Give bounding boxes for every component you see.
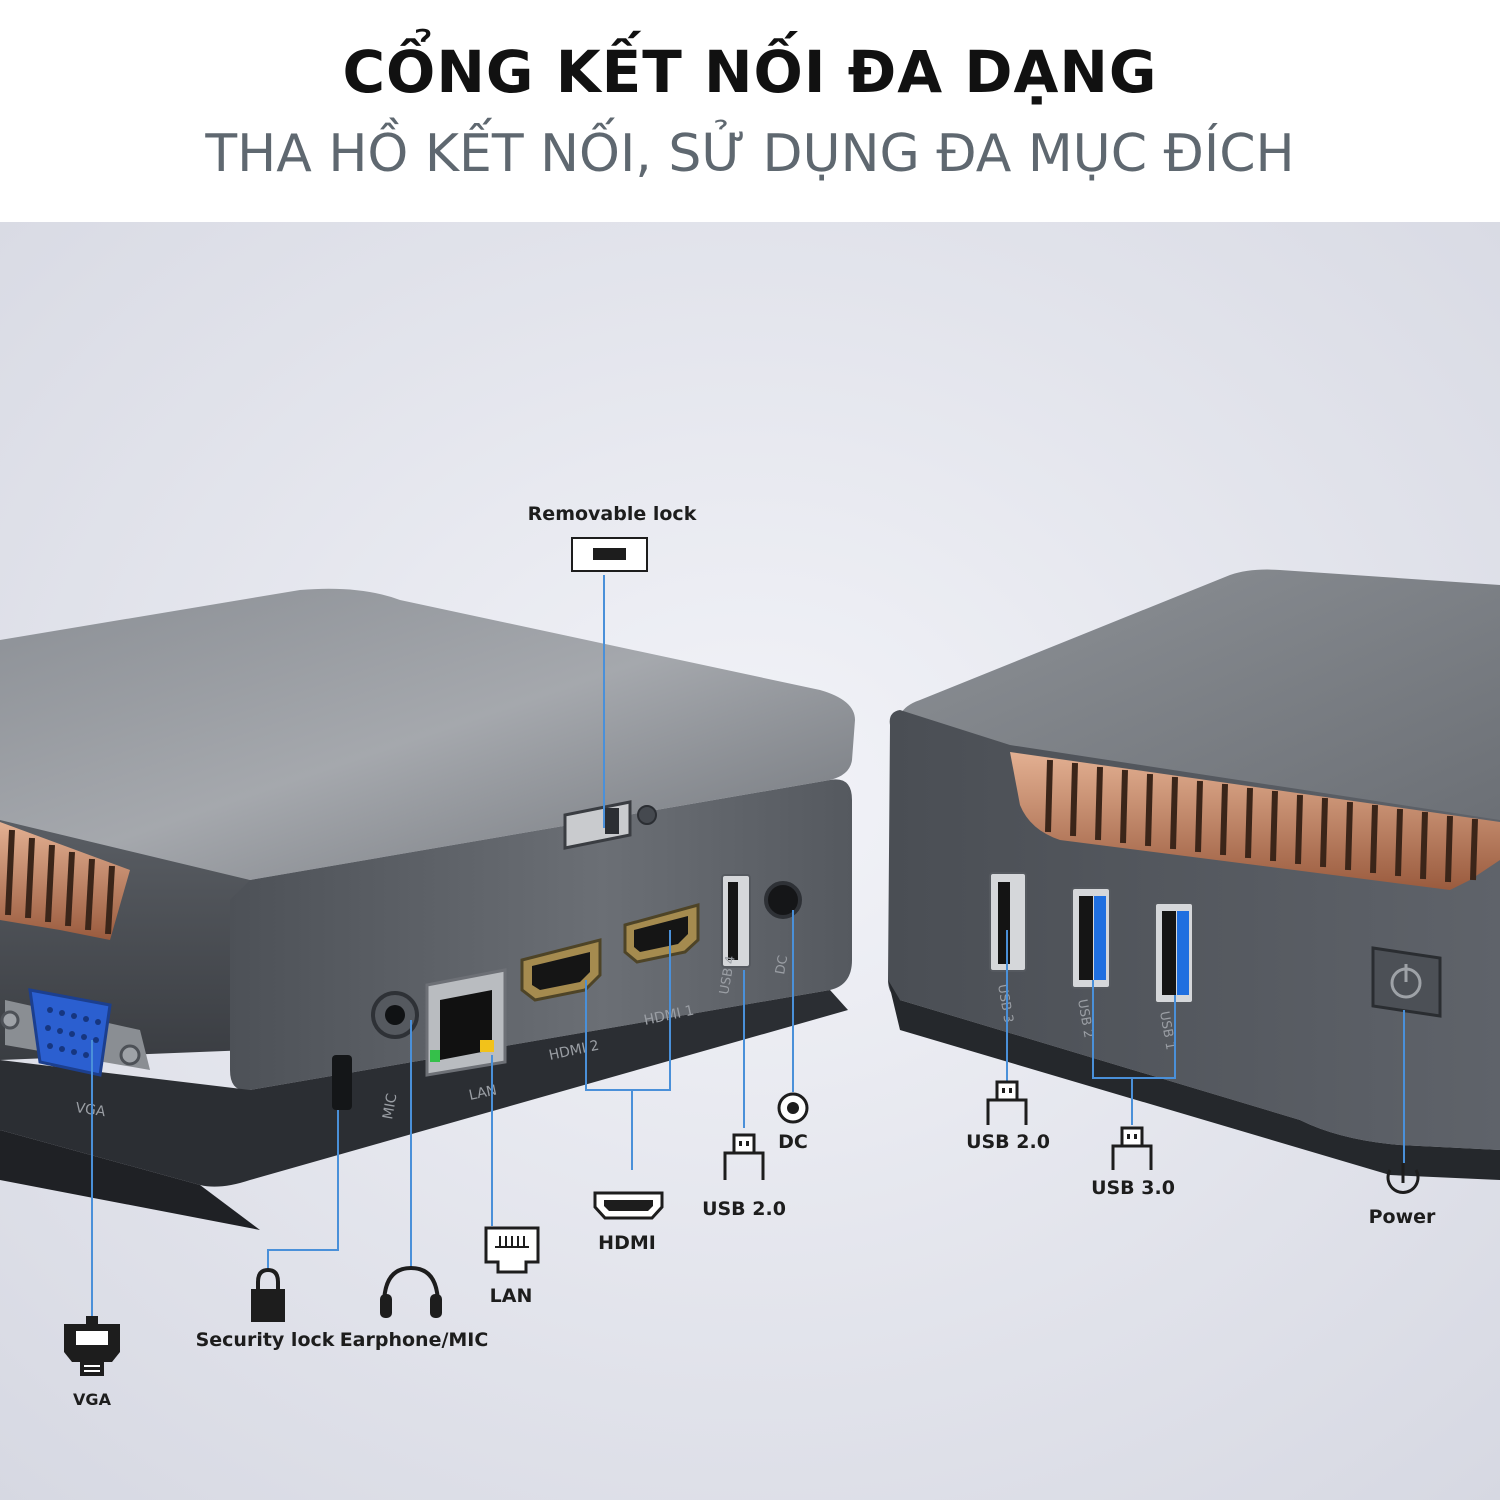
usb20-rear-label: USB 2.0	[702, 1198, 786, 1220]
security-lock-slot	[332, 1055, 352, 1110]
padlock-icon	[251, 1267, 285, 1322]
mic-print: MIC	[380, 1092, 400, 1121]
hdmi1-port: HDMI 1	[623, 903, 700, 1029]
usb-icon-rear	[723, 1133, 765, 1180]
usb3-icon	[1111, 1126, 1153, 1170]
usb3-print: USB 3	[994, 983, 1016, 1024]
dc-label: DC	[778, 1131, 808, 1153]
dc-jack	[764, 881, 802, 919]
hdmi-label: HDMI	[598, 1232, 656, 1254]
power-label: Power	[1368, 1206, 1436, 1228]
usb2-front-port: USB 2	[1071, 887, 1111, 1039]
usb20-front-label: USB 2.0	[966, 1131, 1050, 1153]
dc-icon	[777, 1092, 809, 1124]
page-title: CỔNG KẾT NỐI ĐA DẠNG	[342, 38, 1158, 106]
page-subtitle: THA HỒ KẾT NỐI, SỬ DỤNG ĐA MỤC ĐÍCH	[205, 124, 1295, 184]
usb30-label: USB 3.0	[1091, 1177, 1175, 1199]
lan-icon	[484, 1226, 540, 1274]
header-banner: CỔNG KẾT NỐI ĐA DẠNG THA HỒ KẾT NỐI, SỬ …	[0, 0, 1500, 222]
security-lock-label: Security lock	[195, 1329, 335, 1351]
lan-label: LAN	[489, 1285, 533, 1307]
power-button	[1371, 946, 1442, 1018]
lan-port: LAN	[425, 968, 507, 1104]
usb4-port: USB 4	[717, 874, 751, 996]
vga-icon	[64, 1316, 120, 1376]
usb2-print: USB 2	[1074, 998, 1096, 1039]
usb4-print: USB 4	[717, 955, 739, 996]
removable-lock-label: Removable lock	[527, 503, 697, 525]
earphone-mic-label: Earphone/MIC	[339, 1329, 489, 1351]
headphones-icon	[380, 1265, 442, 1318]
vga-print: VGA	[74, 1100, 106, 1120]
mini-pc-photo: VGA MIC LAN HDMI 2	[0, 222, 1500, 1500]
power-icon	[1386, 1163, 1420, 1194]
vga-port: VGA	[0, 988, 150, 1120]
usb-icon-front	[986, 1080, 1028, 1125]
lan-print: LAN	[468, 1082, 499, 1104]
callout-lines	[91, 575, 1405, 1318]
vga-label: VGA	[73, 1390, 111, 1409]
lock-icon	[571, 537, 648, 572]
dc-print: DC	[773, 954, 791, 975]
left-unit: VGA MIC LAN HDMI 2	[0, 588, 855, 1230]
hdmi-icon	[593, 1191, 664, 1220]
usb1-print: USB 1	[1156, 1010, 1178, 1051]
